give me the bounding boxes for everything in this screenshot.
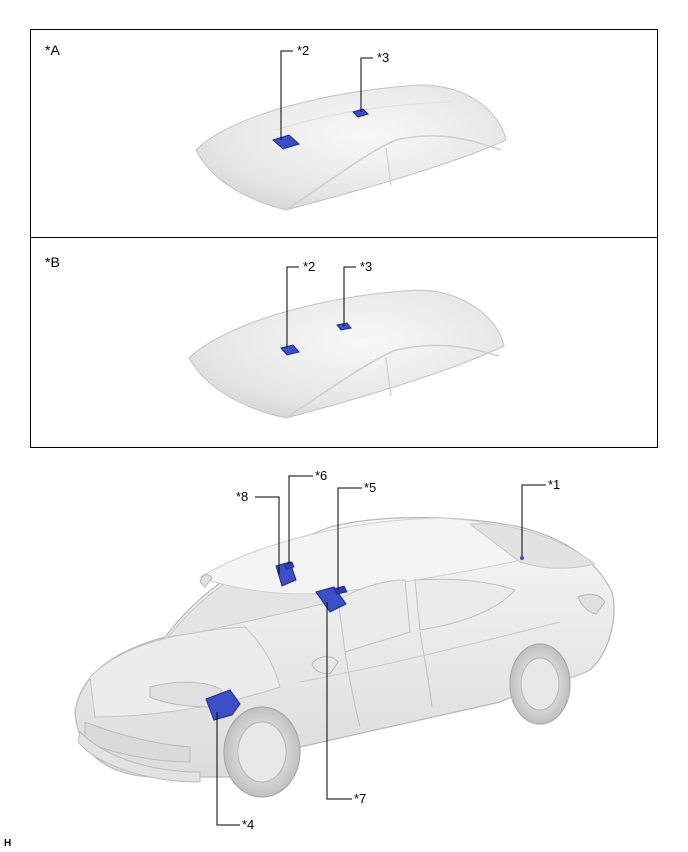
roof-shape: [195, 84, 507, 211]
component-3: [352, 108, 369, 118]
view-b-roof-illustration: [188, 266, 505, 419]
component-5: [333, 585, 348, 595]
side-window-front: [337, 579, 411, 653]
leader-line-3: [343, 266, 356, 326]
door-line: [385, 357, 392, 397]
view-b-panel: *B *2 *3: [30, 237, 658, 448]
side-mirror: [311, 656, 339, 675]
view-b-callout-3: *3: [360, 259, 373, 274]
callout-8: *8: [236, 489, 249, 504]
door-line-rear: [419, 631, 433, 708]
leader-line-7: [326, 602, 352, 800]
view-a-callout-2: *2: [297, 43, 310, 58]
callout-4: *4: [242, 817, 255, 832]
view-a-roof-illustration: [195, 50, 507, 211]
antenna: [199, 574, 213, 588]
callout-5: *5: [364, 480, 377, 495]
front-wheel-rim: [237, 721, 287, 783]
leader-line-4: [216, 712, 240, 826]
component-7: [315, 586, 347, 613]
callout-1: *1: [548, 477, 561, 492]
leader-line-8: [255, 496, 280, 574]
leader-line-2: [286, 266, 299, 348]
component-4: [205, 689, 241, 721]
component-2: [272, 134, 300, 150]
window-line: [285, 135, 502, 211]
rear-window: [468, 523, 597, 569]
callout-6: *6: [315, 468, 328, 483]
door-line: [385, 147, 392, 186]
view-a-panel: *A *2 *3: [30, 29, 658, 239]
roof-shape: [188, 289, 505, 419]
leader-line-2: [280, 50, 293, 140]
rear-light: [577, 593, 606, 615]
view-a-callout-3: *3: [377, 50, 390, 65]
view-b-callout-2: *2: [303, 259, 316, 274]
component-1: [520, 556, 524, 560]
callout-7: *7: [354, 791, 367, 806]
door-line-front: [344, 651, 361, 728]
leader-line-3: [360, 57, 373, 112]
main-vehicle-illustration: [74, 475, 615, 826]
view-b-label: *B: [45, 254, 60, 270]
rear-wheel-rim: [520, 657, 560, 711]
window-line: [285, 344, 500, 419]
leader-line-5: [337, 487, 362, 590]
leader-line-1: [521, 484, 546, 556]
side-character-line: [299, 621, 561, 683]
front-bumper: [77, 730, 201, 783]
component-2: [280, 344, 300, 356]
side-window-rear: [414, 578, 516, 631]
leader-line-6: [288, 475, 313, 564]
view-a-label: *A: [45, 42, 60, 58]
corner-mark: H: [4, 838, 12, 849]
front-grille: [84, 721, 191, 763]
